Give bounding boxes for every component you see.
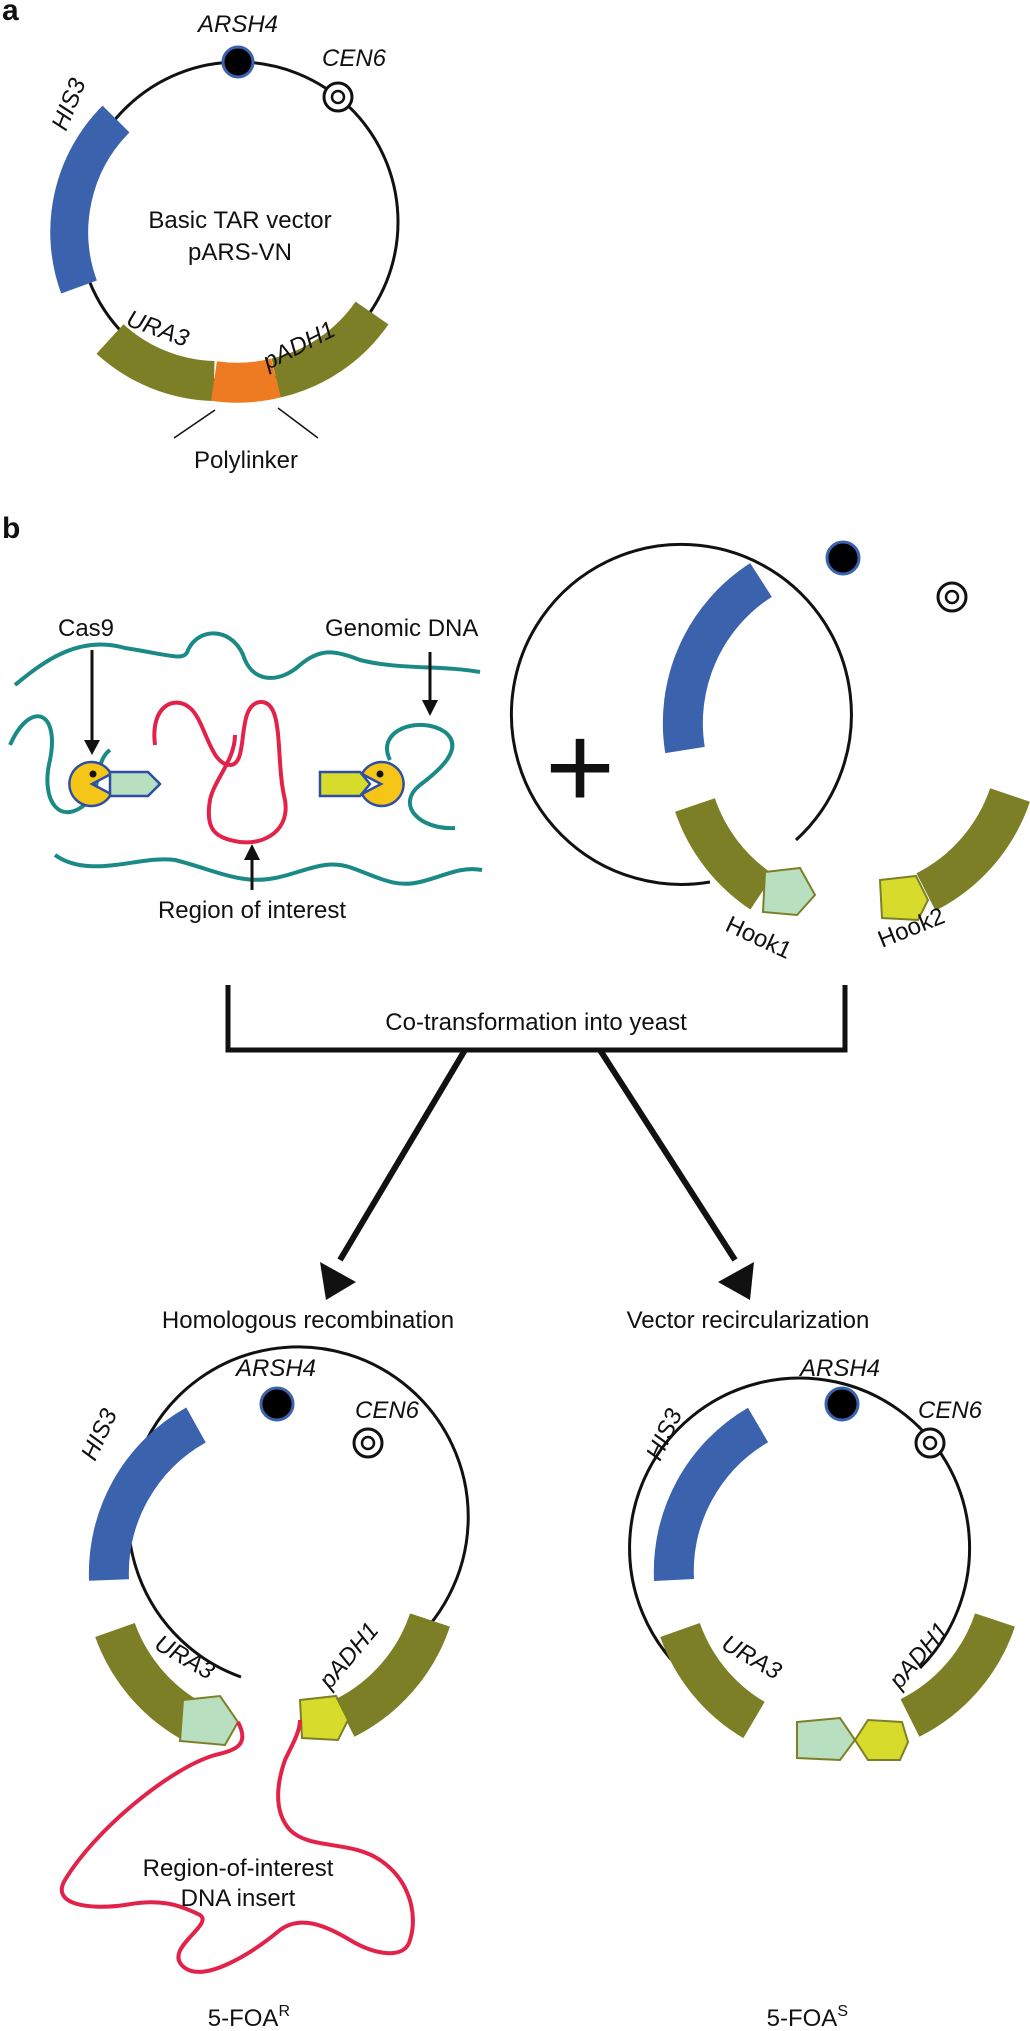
panel-b-label: b: [2, 512, 20, 545]
arrow-to-recombination: [337, 1048, 468, 1262]
polylinker-label: Polylinker: [194, 447, 298, 474]
arsh4-origin-left: [259, 1386, 295, 1422]
region-of-interest-dna: [152, 700, 288, 845]
recircularized-vector: ARSH4 CEN6 HIS3 URA3 pADH1 5-FOAS: [628, 1355, 1015, 2031]
homologous-recombination-label: Homologous recombination: [162, 1307, 454, 1334]
arrow-to-recircularization: [597, 1048, 738, 1262]
hook-vector-backbone: [509, 542, 853, 886]
polylinker-segment: [211, 358, 281, 403]
arsh4-label-left: ARSH4: [234, 1355, 316, 1382]
arsh4-label: ARSH4: [196, 11, 278, 38]
cotransformation-label: Co-transformation into yeast: [385, 1009, 687, 1036]
genomic-dna-label: Genomic DNA: [325, 615, 478, 642]
genomic-strand-bottom: [53, 853, 483, 886]
his3-gene-left: [88, 1407, 207, 1581]
cotransformation-bracket: Co-transformation into yeast: [225, 985, 848, 1300]
padh1-promoter-b: [916, 787, 1030, 911]
cen6-label-left: CEN6: [355, 1397, 420, 1424]
foa-sensitive-label: 5-FOAS: [767, 2003, 848, 2031]
region-of-interest-label: Region of interest: [158, 897, 346, 924]
his3-gene-b: [662, 563, 773, 754]
genomic-strand-left: [8, 714, 112, 815]
hook1-segment: [761, 866, 817, 917]
hook2-segment: [878, 874, 930, 922]
hook2-segment-right: [853, 1718, 910, 1761]
polylinker-leader-left: [173, 409, 216, 439]
cas9-pacman-left: [68, 760, 113, 808]
his3-gene: [50, 105, 130, 294]
his3-label-right: HIS3: [641, 1404, 688, 1464]
hook1-segment-right: [796, 1716, 857, 1762]
insert-label-line1: Region-of-interest: [143, 1855, 334, 1882]
genomic-strand-top: [13, 631, 481, 687]
arsh4-origin: [221, 45, 255, 79]
his3-label-left: HIS3: [76, 1404, 123, 1464]
panel-a-label: a: [2, 0, 19, 27]
ura3-gene-b: [675, 797, 775, 910]
recombinant-backbone: [126, 1345, 470, 1679]
vector-name-line1: Basic TAR vector: [148, 207, 331, 234]
padh1-promoter-right: [900, 1612, 1015, 1737]
cas9-complex-left: [68, 760, 162, 808]
arsh4-origin-right: [824, 1386, 860, 1422]
insert-label-line2: DNA insert: [181, 1885, 296, 1912]
polylinker-leader-right: [277, 407, 319, 439]
guide-rna-right: [318, 770, 372, 798]
ura3-gene: [96, 323, 216, 401]
his3-label: HIS3: [47, 74, 92, 134]
cas9-complex-right: [318, 760, 405, 808]
vector-map-a: ARSH4 CEN6 HIS3 URA3 pADH1 Basic TAR vec…: [47, 11, 400, 474]
ura3-gene-left: [95, 1622, 201, 1739]
vector-name-line2: pARS-VN: [188, 239, 292, 266]
plus-sign: +: [545, 700, 615, 834]
genomic-strand-right: [385, 722, 456, 831]
vector-recircularization-label: Vector recircularization: [627, 1307, 870, 1334]
cen6-label: CEN6: [322, 45, 387, 72]
hook2-segment-left: [298, 1694, 350, 1742]
cas9-label: Cas9: [58, 615, 114, 642]
ura3-gene-right: [660, 1622, 766, 1739]
recombinant-vector: ARSH4 CEN6 HIS3 URA3 pADH1 Region-of-int…: [59, 1345, 470, 2031]
arsh4-origin-b: [825, 540, 861, 576]
arsh4-label-right: ARSH4: [798, 1355, 880, 1382]
genomic-dna: [8, 631, 483, 886]
bracket-line: [225, 985, 848, 1053]
padh1-promoter-left: [335, 1612, 450, 1737]
guide-rna-left: [108, 770, 162, 798]
cen6-label-right: CEN6: [918, 1397, 983, 1424]
cas9-pacman-right: [360, 760, 405, 808]
foa-resistant-label: 5-FOAR: [208, 2003, 290, 2031]
padh1-promoter: [271, 301, 389, 398]
his3-gene-right: [653, 1407, 769, 1581]
hook1-segment-left: [178, 1694, 240, 1747]
hook1-label: Hook1: [721, 911, 795, 965]
region-of-interest-insert: [59, 1719, 415, 1974]
recircularized-backbone: [628, 1376, 972, 1712]
